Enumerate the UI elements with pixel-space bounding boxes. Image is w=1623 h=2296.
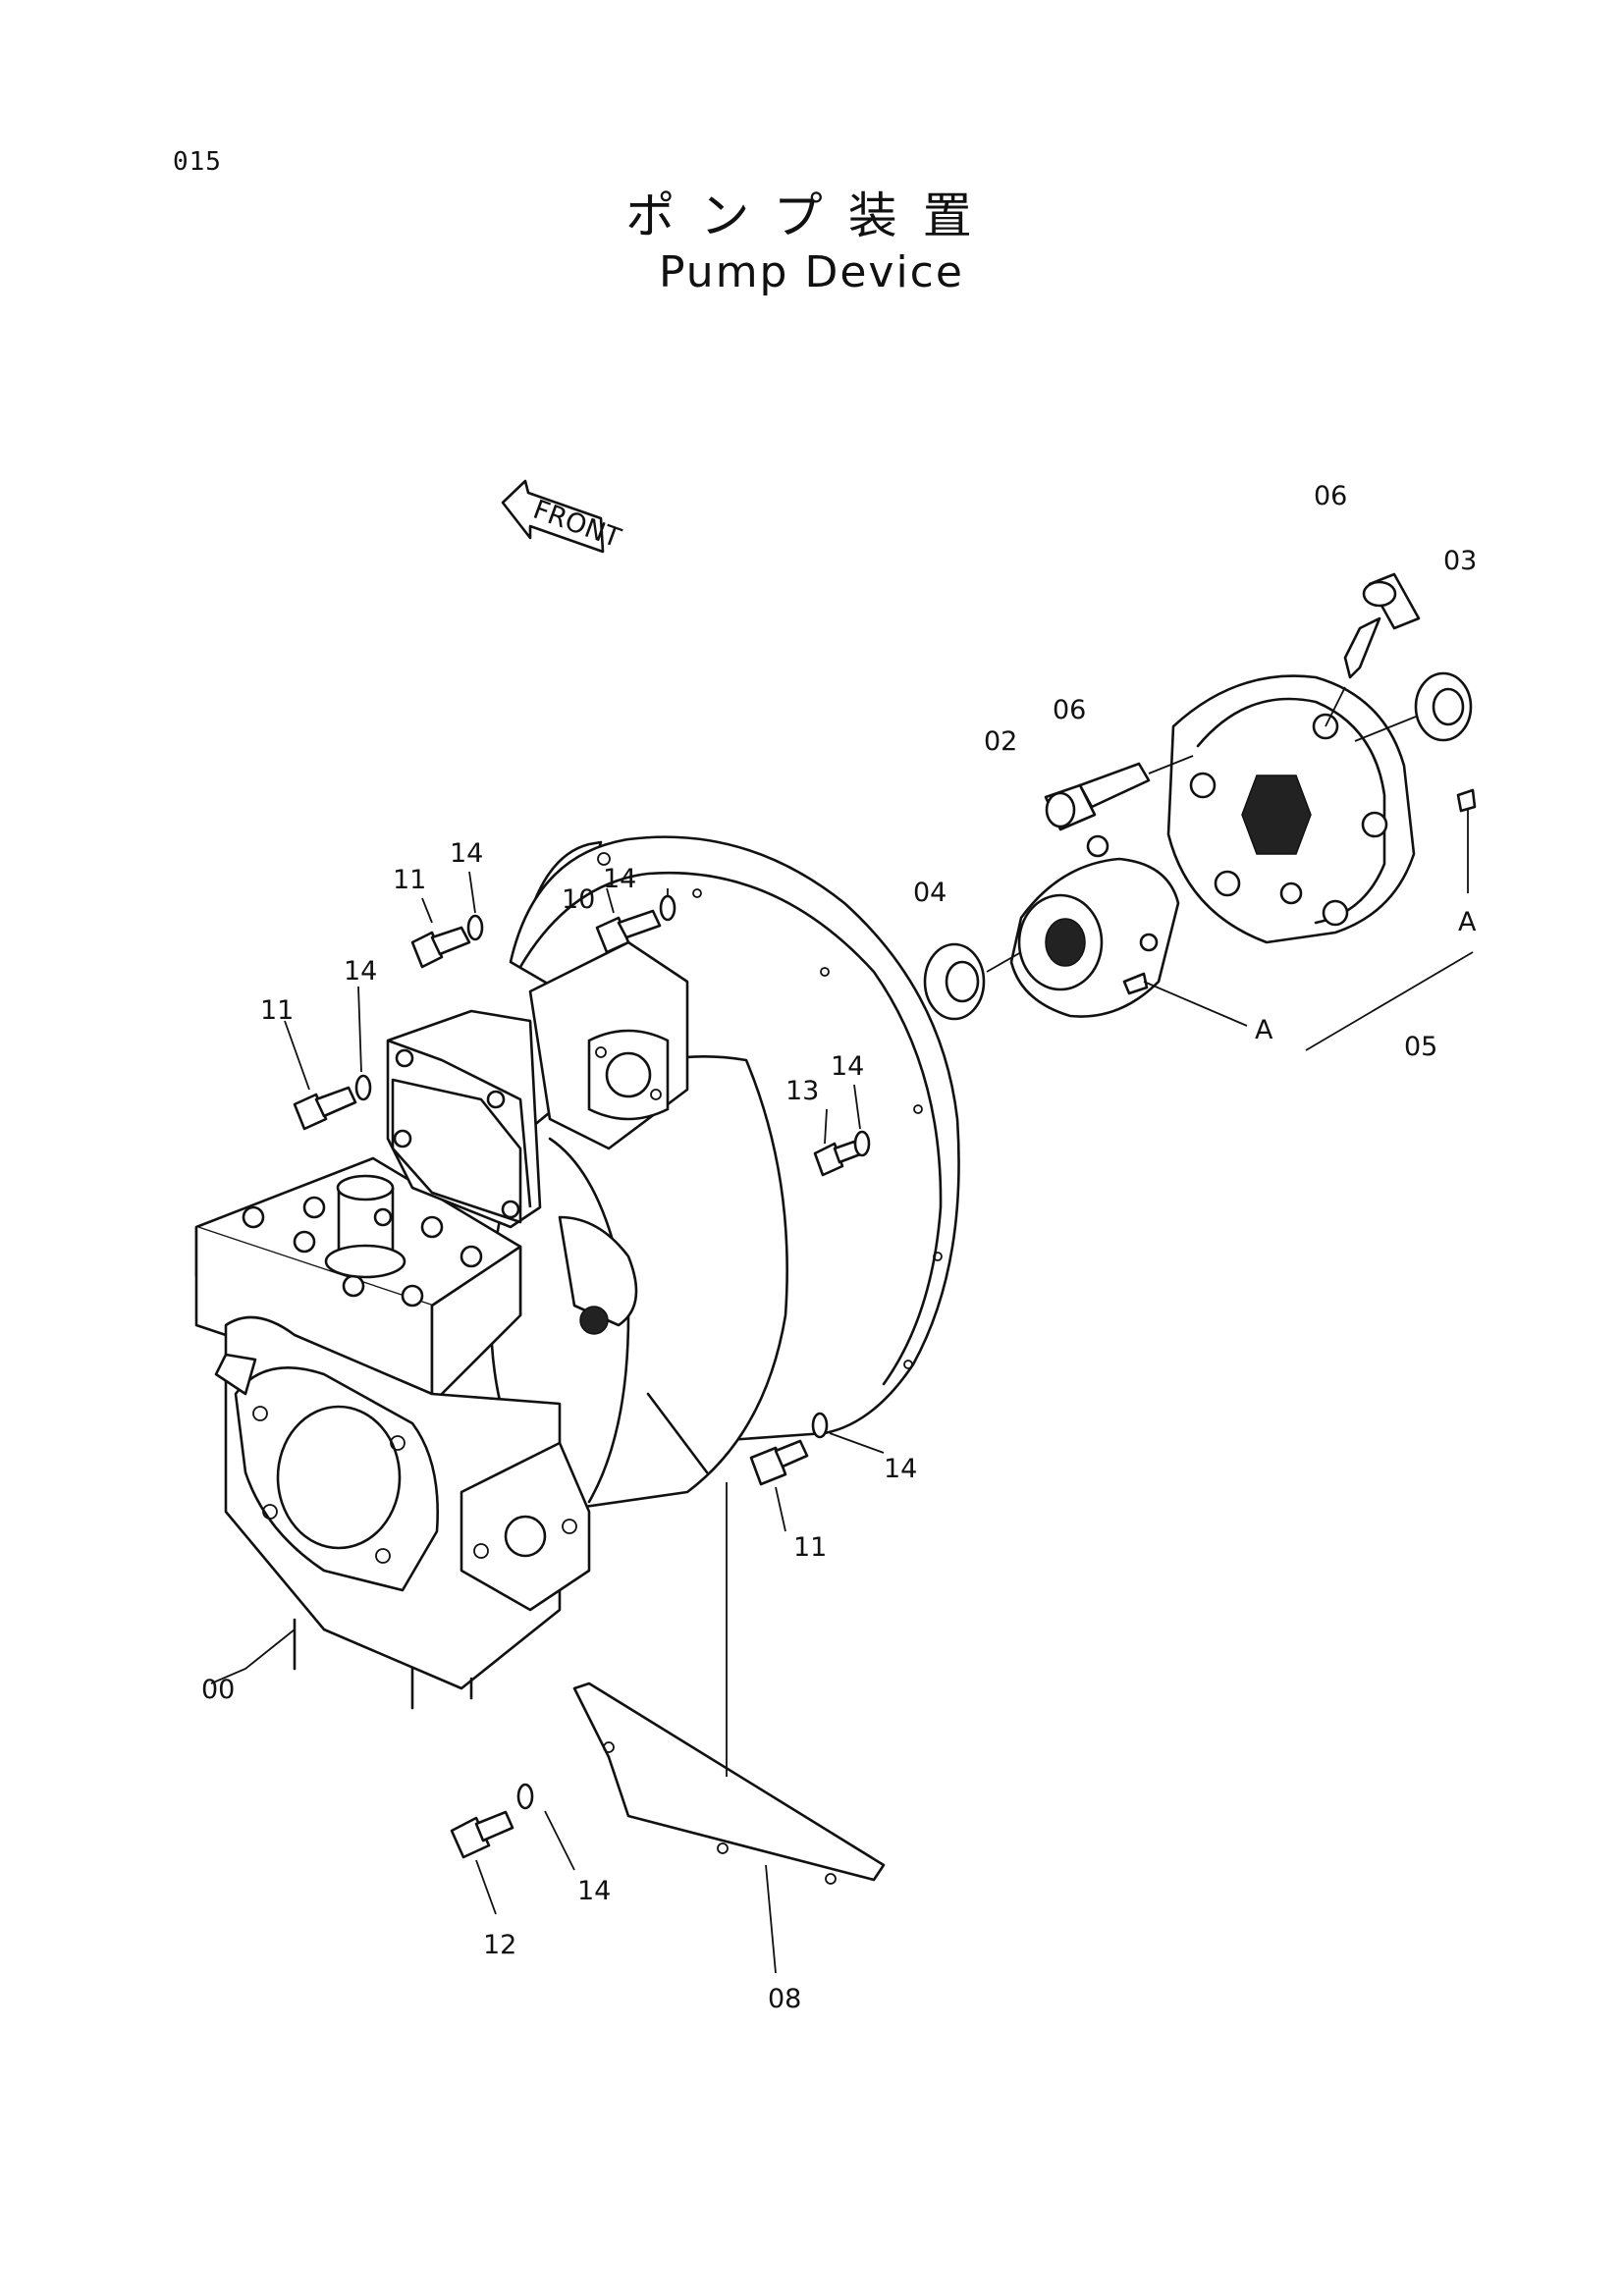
callout-10: 10 [562, 884, 595, 915]
front-direction-arrow: FRONT [501, 479, 625, 555]
plug-03 [1354, 671, 1473, 742]
callout-02: 02 [984, 726, 1017, 757]
callout-12: 12 [483, 1930, 516, 1960]
callout-03: 03 [1443, 546, 1477, 576]
callout-06-upper: 06 [1314, 481, 1347, 511]
bolts-and-washers [210, 871, 885, 1974]
callout-14-bottom: 14 [577, 1876, 611, 1906]
pilot-gear-pump [373, 940, 689, 1229]
callout-11-left: 11 [260, 995, 294, 1026]
callout-14-right: 14 [831, 1051, 864, 1082]
callout-14-upper: 14 [450, 838, 483, 869]
callout-14-center: 14 [603, 864, 636, 894]
callout-11-upper: 11 [393, 865, 426, 895]
callout-labels: 06 03 06 02 04 A A 05 11 14 10 14 14 11 … [201, 481, 1477, 2014]
bolt-06-middle [1044, 755, 1194, 831]
callout-05: 05 [1404, 1032, 1437, 1062]
callout-11-lower: 11 [793, 1532, 827, 1563]
callout-14-lower: 14 [884, 1454, 917, 1484]
callout-14-left: 14 [344, 956, 377, 987]
coupling-element [1166, 674, 1416, 944]
coupling-hub [1009, 834, 1180, 1018]
title-english: Pump Device [659, 247, 964, 297]
callout-13: 13 [785, 1076, 819, 1106]
callout-08: 08 [768, 1984, 801, 2014]
callout-06-middle: 06 [1053, 695, 1086, 725]
page-number: 015 [173, 147, 222, 177]
cap-04 [923, 942, 1022, 1021]
callout-a-left: A [1255, 1015, 1273, 1045]
title-japanese: ポンプ装置 [625, 187, 998, 244]
callout-a-right: A [1458, 907, 1477, 937]
callout-04: 04 [913, 878, 947, 908]
spring-pins [1122, 788, 1477, 1051]
pump-suction-housing [214, 1315, 591, 1710]
pump-main-body [489, 1055, 788, 1514]
support-plate [572, 1482, 886, 1885]
front-label: FRONT [529, 495, 625, 555]
callout-00: 00 [201, 1675, 235, 1705]
bolt-06-upper [1325, 572, 1421, 727]
